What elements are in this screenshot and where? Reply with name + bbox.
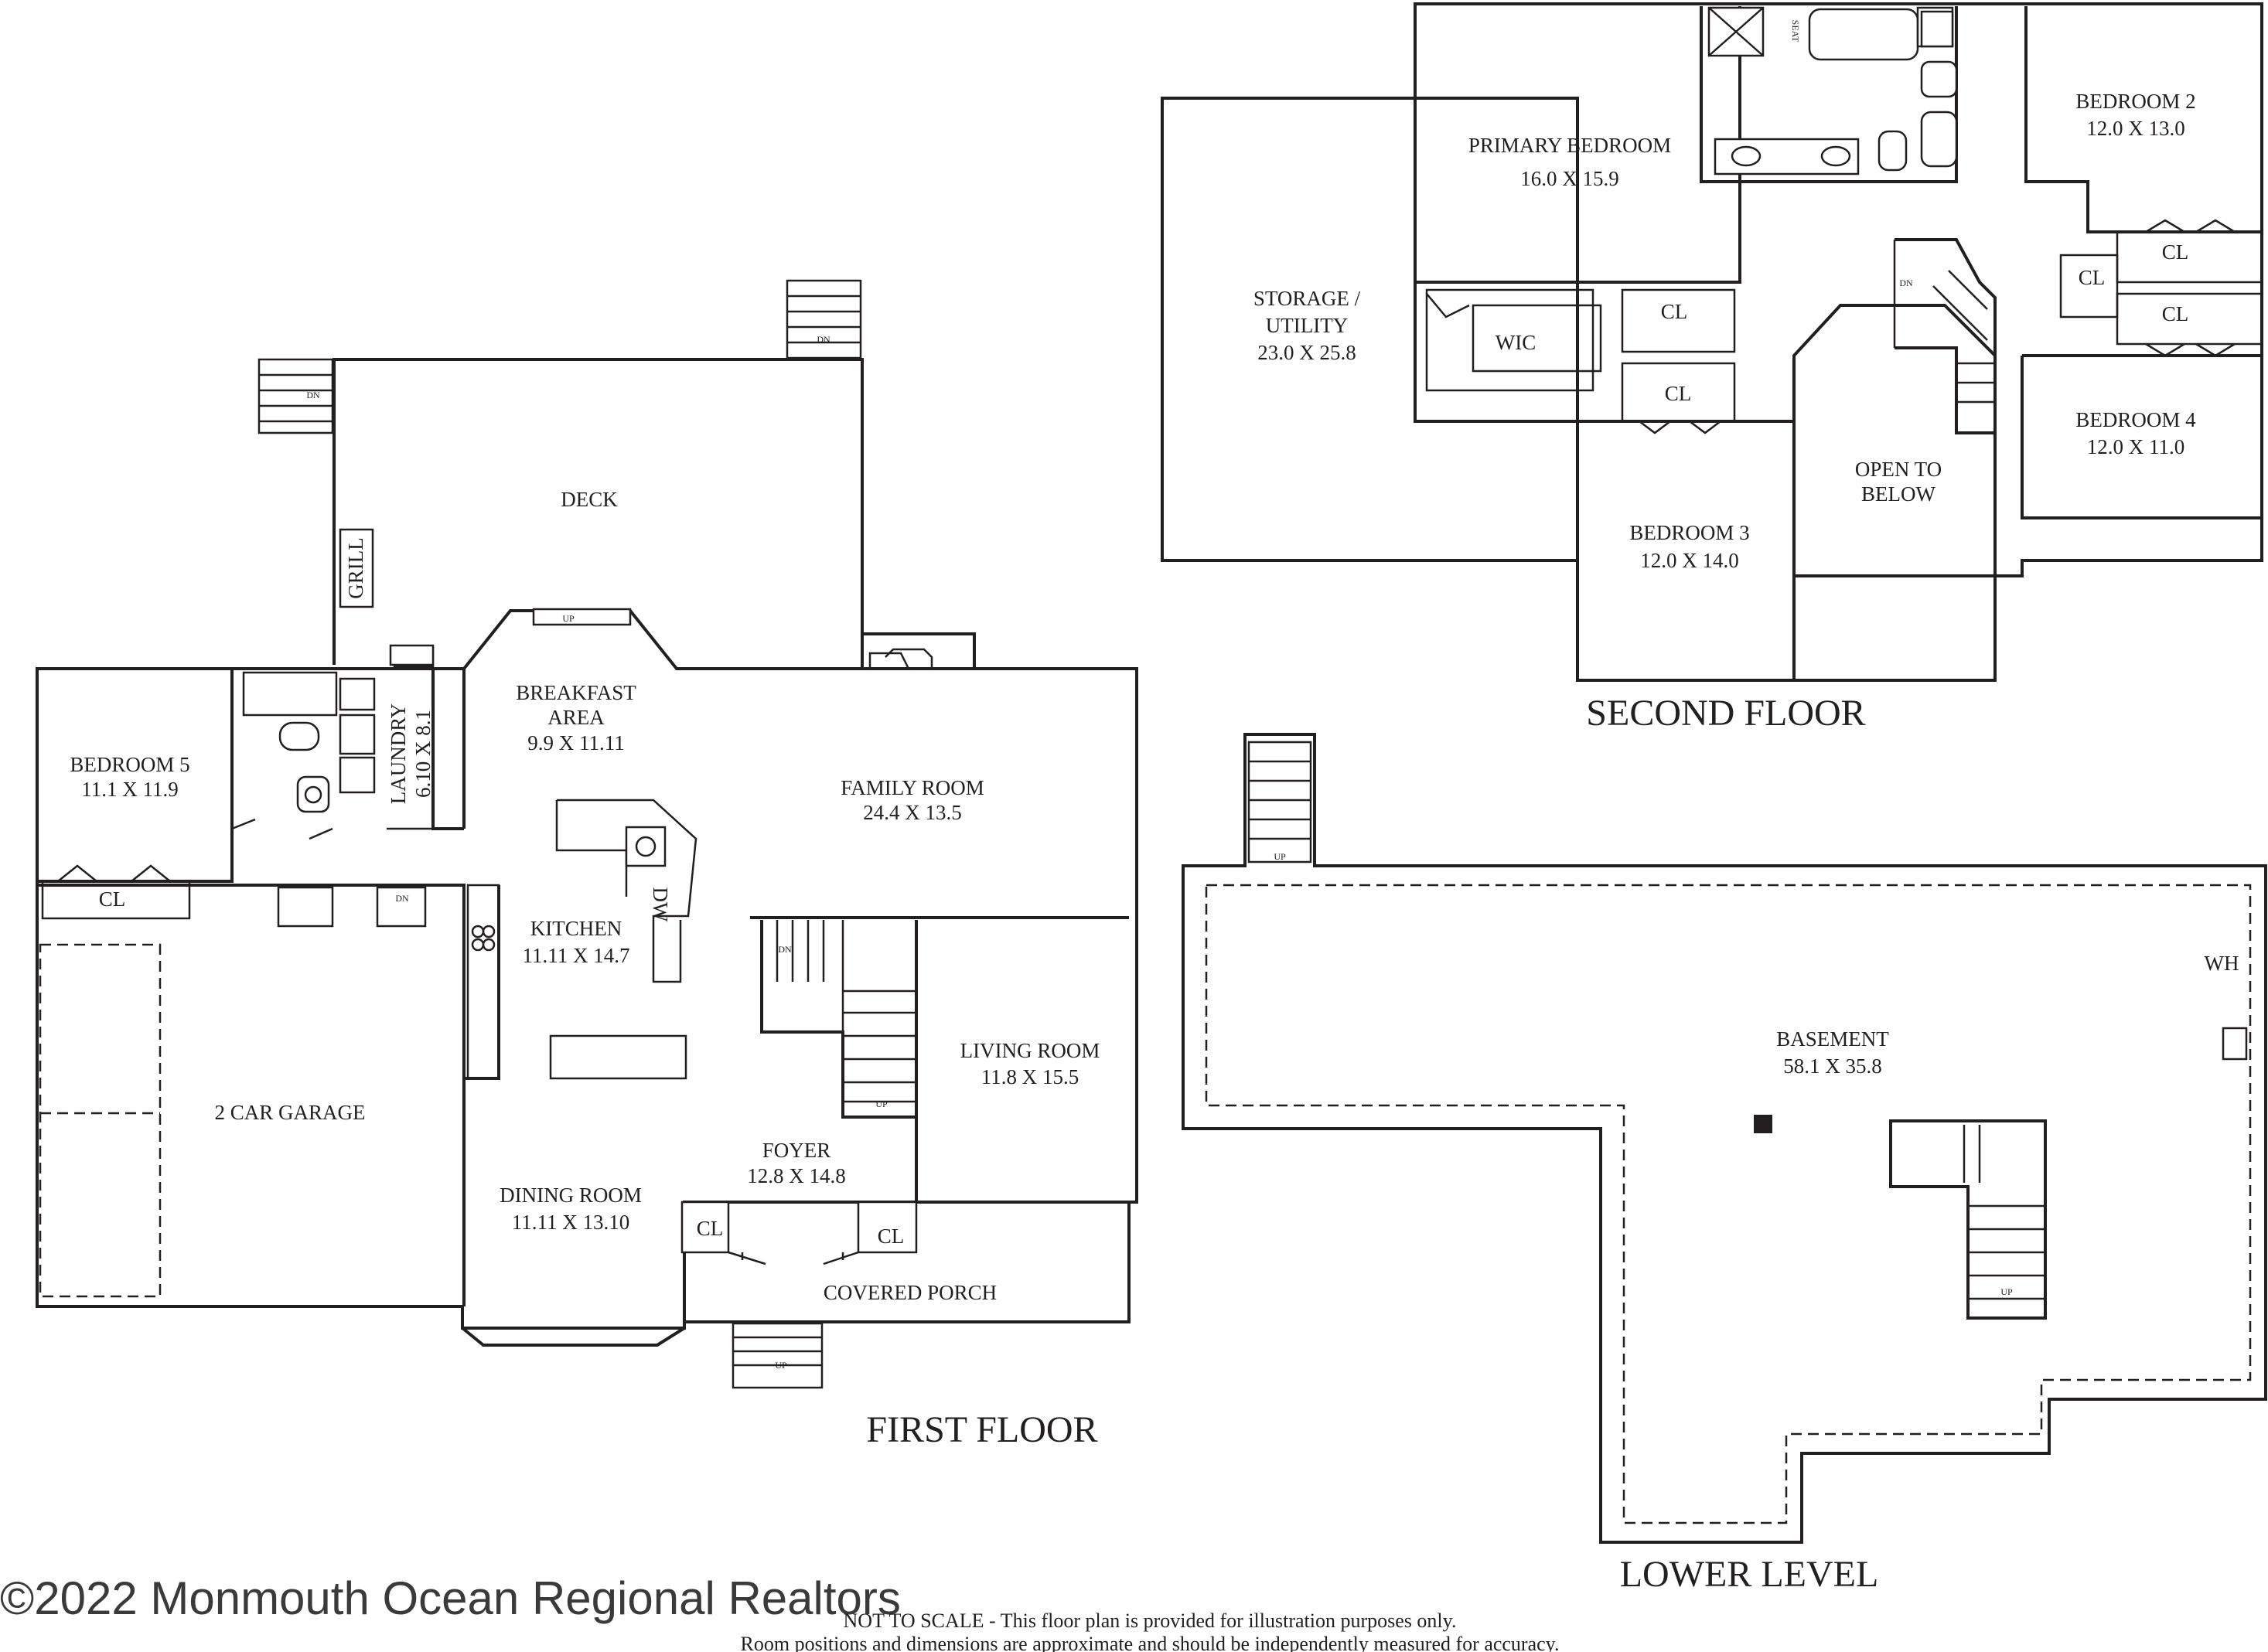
- kitchen-label: KITCHEN: [530, 917, 622, 940]
- disclaimer-line-2: Room positions and dimensions are approx…: [741, 1633, 1560, 1652]
- copyright-watermark: ©2022 Monmouth Ocean Regional Realtors: [0, 1572, 901, 1624]
- stair-down-label: DN: [1899, 278, 1913, 288]
- family-room-dimensions: 24.4 X 13.5: [863, 801, 962, 824]
- closet-label: CL: [878, 1225, 905, 1248]
- water-heater-label: WH: [2205, 952, 2239, 975]
- second-floor-title: SECOND FLOOR: [1586, 693, 1865, 734]
- bedroom-3-dimensions: 12.0 X 14.0: [1640, 549, 1739, 572]
- deck-stairs-left: DN: [257, 358, 334, 434]
- primary-bedroom: PRIMARY BEDROOM 16.0 X 15.9: [1415, 6, 1741, 284]
- kitchen-dimensions: 11.11 X 14.7: [523, 944, 630, 967]
- closet-label: CL: [697, 1217, 724, 1240]
- breakfast-bay-door: [532, 608, 632, 626]
- lower-level-plan: UP UP WH BASEMENT 58.1 X 35.8 LOWER LEVE…: [1182, 733, 2267, 1595]
- laundry-label: LAUNDRY: [387, 703, 410, 805]
- primary-bath: SEAT: [1700, 6, 1958, 183]
- breakfast-area-dimensions: 9.9 X 11.11: [527, 731, 625, 754]
- kitchen: DW BREAKFAST AREA 9.9 X 11.11 KITCHEN 11…: [466, 681, 697, 1080]
- closet-label: CL: [2162, 302, 2189, 325]
- closet-label: CL: [2079, 266, 2106, 289]
- disclaimer-line-1: NOT TO SCALE - This floor plan is provid…: [844, 1609, 1457, 1632]
- deck: GRILL DECK: [333, 358, 864, 665]
- half-bath-laundry: LAUNDRY 6.10 X 8.1: [231, 644, 464, 840]
- open-to-below: OPEN TO BELOW: [1792, 304, 1997, 577]
- hall-closets: CL CL CL CL CL: [1621, 219, 2263, 434]
- storage-utility: STORAGE / UTILITY 23.0 X 25.8: [1161, 97, 1579, 562]
- walk-in-closet: WIC: [1425, 288, 1602, 392]
- storage-dimensions: 23.0 X 25.8: [1257, 341, 1356, 364]
- first-floor-title: FIRST FLOOR: [866, 1409, 1097, 1450]
- support-column: [1754, 1115, 1772, 1133]
- foyer-label: FOYER: [762, 1139, 831, 1162]
- covered-porch: COVERED PORCH UP: [732, 1281, 997, 1389]
- bedroom-2-label: BEDROOM 2: [2075, 90, 2195, 113]
- main-staircase: DN UP: [760, 920, 918, 1119]
- grill: [339, 528, 374, 608]
- breakfast-area-label-2: AREA: [547, 706, 605, 729]
- living-room-dimensions: 11.8 X 15.5: [981, 1065, 1079, 1088]
- stair-down-label: DN: [306, 390, 320, 400]
- dishwasher-label: DW: [649, 887, 672, 922]
- first-floor-plan: GRILL DECK DN DN UP UP: [36, 279, 1138, 1450]
- closet-label: CL: [2162, 240, 2189, 264]
- primary-bedroom-label: PRIMARY BEDROOM: [1468, 134, 1671, 157]
- breakfast-area-label: BREAKFAST: [516, 681, 636, 704]
- basement-dimensions: 58.1 X 35.8: [1783, 1054, 1882, 1078]
- closet-label: CL: [1665, 382, 1692, 405]
- stair-down-label: DN: [395, 893, 409, 904]
- lower-level-title: LOWER LEVEL: [1620, 1554, 1879, 1595]
- closet-label: CL: [99, 887, 126, 911]
- stair-up-label: UP: [775, 1360, 787, 1371]
- family-room: FAMILY ROOM 24.4 X 13.5: [750, 652, 1129, 919]
- second-floor-plan: STORAGE / UTILITY 23.0 X 25.8 PRIMARY BE…: [1161, 2, 2263, 734]
- dining-room-label: DINING ROOM: [500, 1184, 642, 1207]
- bedroom-5-label: BEDROOM 5: [70, 753, 189, 776]
- wic-label: WIC: [1496, 331, 1536, 354]
- basement-stairs: UP: [1889, 1119, 2047, 1320]
- garage: DN 2 CAR GARAGE: [37, 884, 466, 1306]
- covered-porch-label: COVERED PORCH: [824, 1281, 997, 1304]
- living-room: LIVING ROOM 11.8 X 15.5: [915, 920, 1129, 1204]
- stair-down-label: DN: [778, 944, 792, 955]
- open-to-below-label-2: BELOW: [1861, 482, 1935, 506]
- living-room-label: LIVING ROOM: [960, 1039, 1100, 1062]
- stair-up-label: UP: [562, 613, 575, 624]
- bedroom-5: BEDROOM 5 11.1 X 11.9 CL: [36, 667, 234, 920]
- laundry-dimensions: 6.10 X 8.1: [411, 710, 435, 798]
- stair-up-label: UP: [1274, 851, 1286, 862]
- primary-bedroom-dimensions: 16.0 X 15.9: [1520, 167, 1619, 190]
- stair-up-label: UP: [2000, 1286, 2013, 1297]
- storage-label: STORAGE /: [1253, 287, 1361, 310]
- basement-label: BASEMENT: [1776, 1027, 1889, 1051]
- bedroom-3: BEDROOM 3 12.0 X 14.0: [1577, 420, 1796, 680]
- grill-label: GRILL: [344, 537, 367, 598]
- stair-up-label: UP: [875, 1098, 888, 1109]
- garage-label: 2 CAR GARAGE: [214, 1101, 365, 1124]
- bedroom-2: BEDROOM 2 12.0 X 13.0: [2024, 6, 2262, 233]
- dining-room-dimensions: 11.11 X 13.10: [512, 1211, 630, 1234]
- water-heater: [2222, 1027, 2248, 1061]
- second-floor-stairs: DN: [1893, 238, 1997, 434]
- bedroom-2-dimensions: 12.0 X 13.0: [2086, 117, 2185, 140]
- deck-stairs-right: DN: [786, 279, 862, 359]
- storage-label-2: UTILITY: [1266, 314, 1348, 337]
- bedroom-3-label: BEDROOM 3: [1629, 521, 1749, 544]
- seat-label: SEAT: [1790, 20, 1801, 43]
- dining-foyer: CL CL FOYER 12.8 X 14.8 DINING ROOM 11.1…: [461, 885, 918, 1347]
- bedroom-5-dimensions: 11.1 X 11.9: [81, 778, 179, 801]
- bedroom-4-dimensions: 12.0 X 11.0: [2087, 435, 2185, 458]
- bedroom-4: BEDROOM 4 12.0 X 11.0: [2021, 354, 2262, 519]
- open-to-below-label: OPEN TO: [1855, 458, 1942, 481]
- closet-label: CL: [1661, 300, 1688, 323]
- deck-label: DECK: [561, 488, 618, 511]
- foyer-dimensions: 12.8 X 14.8: [747, 1164, 846, 1187]
- family-room-label: FAMILY ROOM: [841, 776, 984, 799]
- bedroom-4-label: BEDROOM 4: [2075, 408, 2196, 431]
- stair-down-label: DN: [817, 334, 830, 345]
